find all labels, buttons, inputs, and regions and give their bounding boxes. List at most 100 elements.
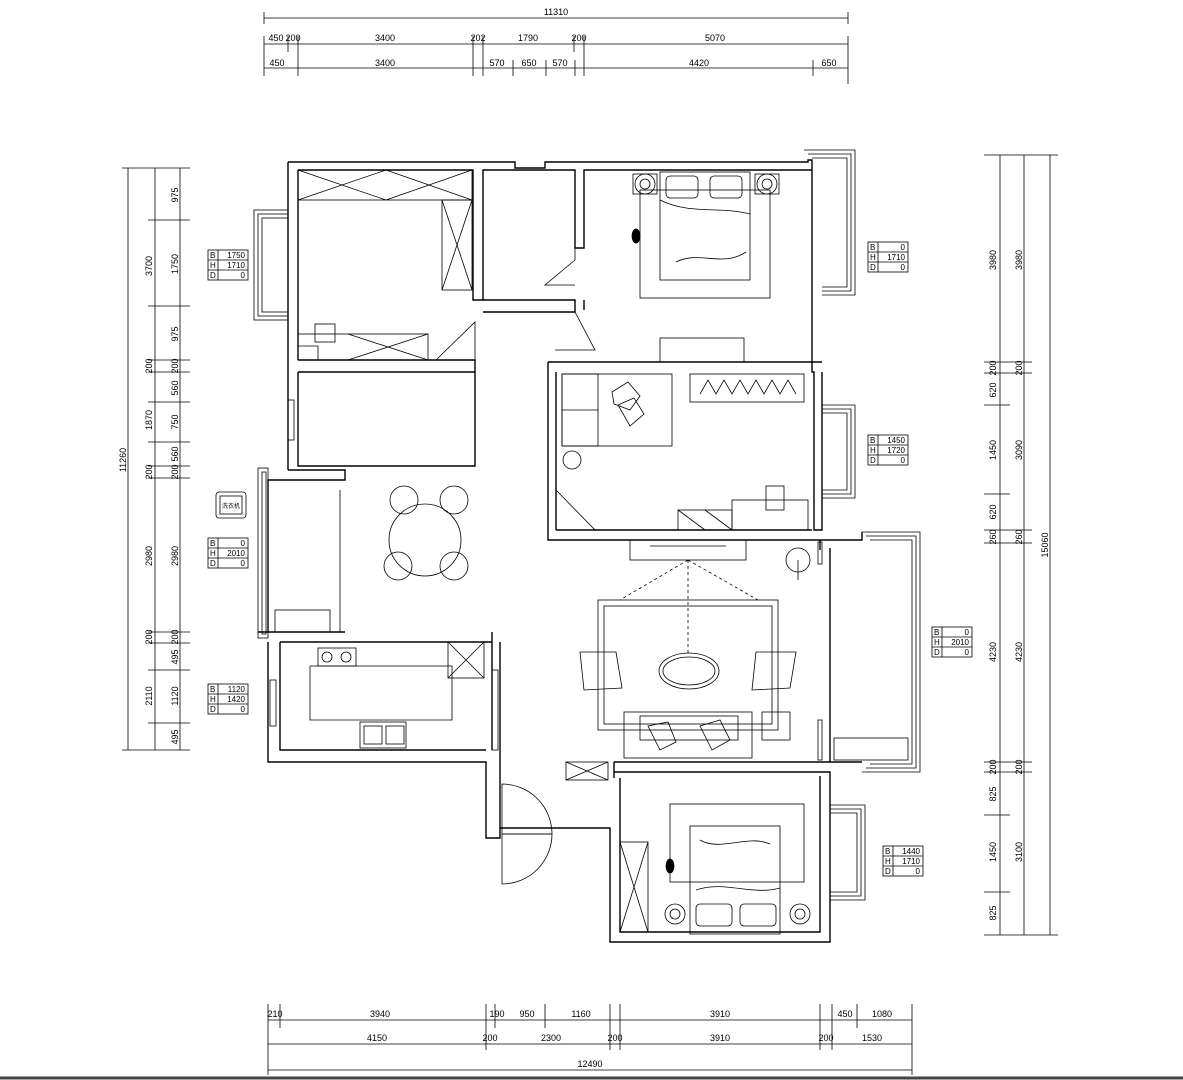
bottom-dim-r2-6: 200 bbox=[818, 1033, 833, 1043]
top-dim-r2-2: 3400 bbox=[375, 58, 395, 68]
window-tag-1-b-label: B bbox=[210, 251, 215, 260]
left-mid-dim-7: 2110 bbox=[144, 686, 154, 705]
window-tag-7: B H D 1440 1710 0 bbox=[882, 845, 924, 877]
window-tag-5-b: 0 bbox=[965, 628, 970, 637]
right-mid-dim-6: 200 bbox=[1014, 759, 1024, 774]
bottom-dim-8: 1080 bbox=[872, 1009, 892, 1019]
window-tag-4-b: 0 bbox=[241, 539, 246, 548]
window-tag-3-b: 1450 bbox=[887, 436, 905, 445]
window-tag-5-h-label: H bbox=[934, 638, 940, 647]
window-tag-3-d: 0 bbox=[901, 456, 906, 465]
left-mid-dim-1: 3700 bbox=[144, 256, 154, 276]
bottom-dim-7: 450 bbox=[837, 1009, 852, 1019]
window-tag-7-h: 1710 bbox=[902, 857, 920, 866]
window-tag-7-b-label: B bbox=[885, 847, 890, 856]
master-bedroom-north bbox=[543, 171, 780, 363]
top-dim-r2-4: 650 bbox=[521, 58, 536, 68]
top-dimension-lines: 11310 450 200 3400 202 1790 200 5070 450… bbox=[263, 7, 849, 84]
top-dim-r2-3: 570 bbox=[489, 58, 504, 68]
bottom-dim-6: 3910 bbox=[710, 1009, 730, 1019]
bottom-dim-1: 210 bbox=[267, 1009, 282, 1019]
window-tag-6-b: 1120 bbox=[228, 685, 246, 694]
window-tag-5-d-label: D bbox=[934, 648, 940, 657]
window-tag-2-b: 0 bbox=[901, 243, 906, 252]
top-dim-3: 3400 bbox=[375, 33, 395, 43]
top-dim-r2-7: 650 bbox=[821, 58, 836, 68]
window-tag-4-d: 0 bbox=[241, 559, 246, 568]
left-inner-dim-10: 200 bbox=[170, 629, 180, 644]
left-inner-dim-7: 560 bbox=[170, 446, 180, 461]
window-tag-2-d: 0 bbox=[901, 263, 906, 272]
left-inner-dim-6: 750 bbox=[170, 414, 180, 429]
top-overall-dim: 11310 bbox=[544, 7, 568, 17]
left-mid-dim-6: 200 bbox=[144, 629, 154, 644]
window-tag-1: B H D 1750 1710 0 bbox=[207, 249, 249, 281]
window-tag-1-b: 1750 bbox=[227, 251, 245, 260]
window-tag-4-b-label: B bbox=[210, 539, 215, 548]
window-tag-4-h-label: H bbox=[210, 549, 216, 558]
left-inner-dim-3: 975 bbox=[170, 326, 180, 341]
washing-machine-icon: 洗衣机 bbox=[215, 491, 247, 519]
window-tag-5: B H D 0 2010 0 bbox=[931, 626, 973, 658]
left-mid-dim-3: 1870 bbox=[144, 410, 154, 430]
top-dim-7: 5070 bbox=[705, 33, 725, 43]
bottom-dim-r2-1: 4150 bbox=[367, 1033, 387, 1043]
left-inner-dim-4: 200 bbox=[170, 358, 180, 373]
right-inner-dim-7: 4230 bbox=[988, 642, 998, 662]
window-tag-6-h: 1420 bbox=[227, 695, 245, 704]
top-dim-r2-6: 4420 bbox=[689, 58, 709, 68]
right-mid-dim-5: 4230 bbox=[1014, 642, 1024, 662]
right-inner-dim-10: 1450 bbox=[988, 842, 998, 862]
window-tag-2-h: 1710 bbox=[887, 253, 905, 262]
bottom-dim-r2-2: 200 bbox=[482, 1033, 497, 1043]
window-tag-7-h-label: H bbox=[885, 857, 891, 866]
kitchen bbox=[309, 641, 485, 749]
south-bedroom bbox=[501, 783, 811, 935]
right-mid-dim-3: 3090 bbox=[1014, 440, 1024, 460]
bottom-dim-r2-5: 3910 bbox=[710, 1033, 730, 1043]
exterior-walls bbox=[258, 159, 863, 943]
window-tag-5-d: 0 bbox=[965, 648, 970, 657]
bottom-dim-r2-7: 1530 bbox=[862, 1033, 882, 1043]
window-tag-1-d-label: D bbox=[210, 271, 216, 280]
bottom-dim-5: 1160 bbox=[571, 1009, 590, 1019]
bottom-overall-dim: 12490 bbox=[577, 1059, 602, 1069]
window-tag-4-d-label: D bbox=[210, 559, 216, 568]
window-tag-7-b: 1440 bbox=[902, 847, 920, 856]
window-tag-2-b-label: B bbox=[870, 243, 875, 252]
left-inner-dim-9: 2980 bbox=[170, 546, 180, 566]
right-mid-dim-2: 200 bbox=[1014, 360, 1024, 375]
right-inner-dim-2: 200 bbox=[988, 360, 998, 375]
window-tag-7-d: 0 bbox=[916, 867, 921, 876]
window-tag-5-b-label: B bbox=[934, 628, 939, 637]
left-mid-dim-2: 200 bbox=[144, 358, 154, 373]
right-inner-dim-9: 825 bbox=[988, 786, 998, 801]
left-inner-dim-12: 1120 bbox=[170, 686, 180, 705]
bedroom-east bbox=[555, 373, 809, 531]
top-dim-r2-5: 570 bbox=[552, 58, 567, 68]
window-tag-3-b-label: B bbox=[870, 436, 875, 445]
window-tag-6-d-label: D bbox=[210, 705, 216, 714]
right-inner-dim-8: 200 bbox=[988, 759, 998, 774]
dining-area bbox=[274, 485, 469, 633]
right-inner-dim-11: 825 bbox=[988, 905, 998, 920]
right-inner-dim-1: 3980 bbox=[988, 250, 998, 270]
window-tag-1-h: 1710 bbox=[227, 261, 245, 270]
left-inner-dim-13: 495 bbox=[170, 729, 180, 744]
left-inner-dim-2: 1750 bbox=[170, 254, 180, 274]
window-tag-6-h-label: H bbox=[210, 695, 216, 704]
right-inner-dim-4: 1450 bbox=[988, 440, 998, 460]
left-overall-dim: 11260 bbox=[118, 448, 128, 472]
window-tag-4-h: 2010 bbox=[227, 549, 245, 558]
right-overall-dim: 15060 bbox=[1040, 532, 1050, 557]
right-inner-dim-5: 620 bbox=[988, 504, 998, 519]
bottom-dim-2: 3940 bbox=[370, 1009, 390, 1019]
right-mid-dim-1: 3980 bbox=[1014, 250, 1024, 270]
top-dim-6: 200 bbox=[571, 33, 586, 43]
window-tag-3-h-label: H bbox=[870, 446, 876, 455]
window-tag-1-h-label: H bbox=[210, 261, 216, 270]
top-dim-r2-1: 450 bbox=[269, 58, 284, 68]
right-inner-dim-6: 260 bbox=[988, 529, 998, 544]
top-dim-2: 200 bbox=[285, 33, 300, 43]
